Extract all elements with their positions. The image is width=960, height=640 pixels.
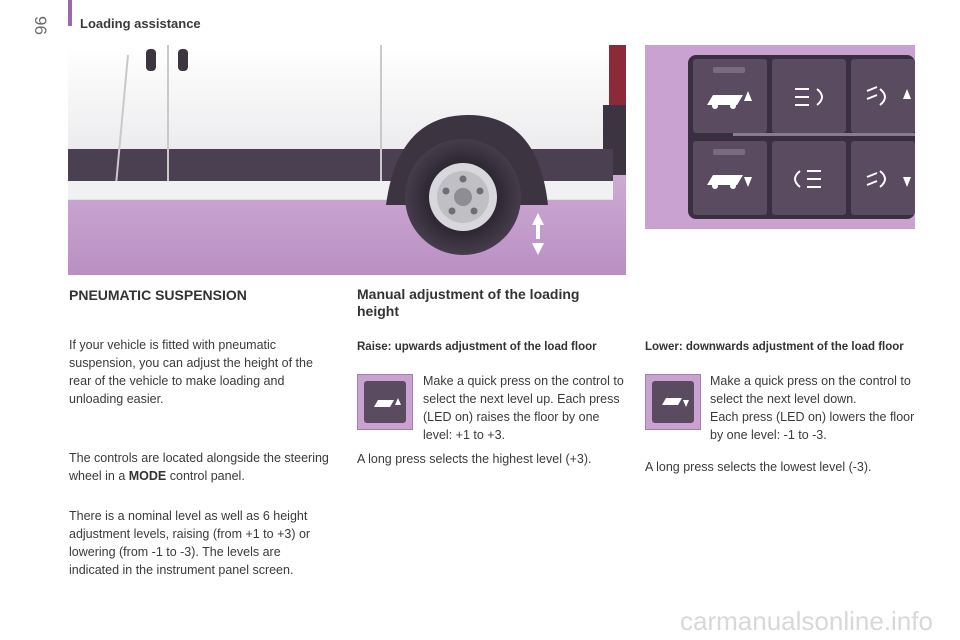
lower-button-icon [652,381,694,423]
lower-control-thumbnail [645,374,701,430]
lower-each-press: Each press (LED on) lowers the floor by … [710,410,915,442]
intro-paragraph: If your vehicle is fitted with pneumatic… [69,338,313,406]
lower-long-press: A long press selects the lowest level (-… [645,460,872,474]
van-rear-wheel-illustration [68,45,626,275]
pneumatic-suspension-heading: PNEUMATIC SUSPENSION [69,287,247,303]
raise-button-icon [364,381,406,423]
controls-location-paragraph: The controls are located alongside the s… [69,449,331,485]
controls-location-text-1: The controls are located alongside the s… [69,451,329,483]
lower-instruction: Make a quick press on the control to sel… [710,374,911,406]
mode-keyword: MODE [128,469,167,483]
raise-long-press: A long press selects the highest level (… [357,452,592,466]
watermark-text: carmanualsonline.info [680,606,933,636]
controls-location-text-2: control panel. [166,469,245,483]
raise-control-thumbnail [357,374,413,430]
page-number: 96 [31,16,50,35]
levels-paragraph: There is a nominal level as well as 6 he… [69,509,311,577]
raise-subheading: Raise: upwards adjustment of the load fl… [357,341,597,353]
lower-subheading: Lower: downwards adjustment of the load … [645,341,904,353]
section-title: Loading assistance [80,16,201,31]
section-accent-bar [68,0,72,26]
manual-adjustment-heading: Manual adjustment of the loading height [357,286,580,319]
control-panel-illustration [645,45,915,229]
raise-instruction: Make a quick press on the control to sel… [423,374,624,442]
